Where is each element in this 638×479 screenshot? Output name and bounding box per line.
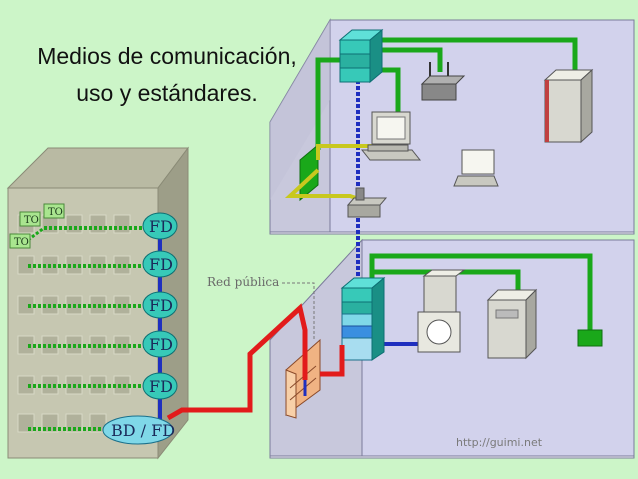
- server-icon: [543, 68, 594, 144]
- phone-icon: [346, 187, 388, 218]
- to-label: TO: [48, 207, 63, 218]
- slide-title: Medios de comunicación, uso y estándares…: [8, 38, 326, 112]
- floor-distributors: FD FD FD FD FD BD / FD: [102, 212, 178, 445]
- title-line-1: Medios de comunicación,: [37, 43, 297, 69]
- lower-horizontal-cables: [369, 253, 593, 332]
- to-box: [9, 233, 31, 249]
- title-line-2: uso y estándares.: [76, 80, 258, 106]
- desktop-computer-icon: [360, 111, 422, 161]
- fd-label: FD: [149, 255, 173, 274]
- lower-wall-outlet: [577, 329, 603, 347]
- fd-label: FD: [149, 335, 173, 354]
- mainframe-icon: [486, 288, 538, 360]
- to-label: TO: [24, 215, 39, 226]
- upper-distributor: [338, 28, 384, 84]
- to-label: TO: [14, 237, 29, 248]
- laptop-icon: [453, 149, 499, 187]
- bd-fd-label: BD / FD: [111, 421, 175, 440]
- public-network-label: Red pública: [207, 275, 279, 289]
- router-icon: [420, 62, 466, 101]
- panel-to-distributor-cable: [320, 345, 345, 377]
- fd-label: FD: [149, 296, 173, 315]
- to-box: [43, 203, 65, 219]
- fd-label: FD: [149, 377, 173, 396]
- floor-horizontal-cables: [28, 226, 148, 431]
- telephone-switch-icon: [417, 269, 466, 353]
- lower-distributor: [340, 276, 386, 361]
- external-link-cable: [166, 303, 308, 421]
- watermark: http://guimi.net: [456, 436, 543, 449]
- to-box: [19, 211, 41, 227]
- telecom-outlets: TO TO TO: [9, 203, 65, 249]
- fd-label: FD: [149, 217, 173, 236]
- building-distributor: [102, 415, 174, 445]
- public-network-leader: [282, 282, 315, 340]
